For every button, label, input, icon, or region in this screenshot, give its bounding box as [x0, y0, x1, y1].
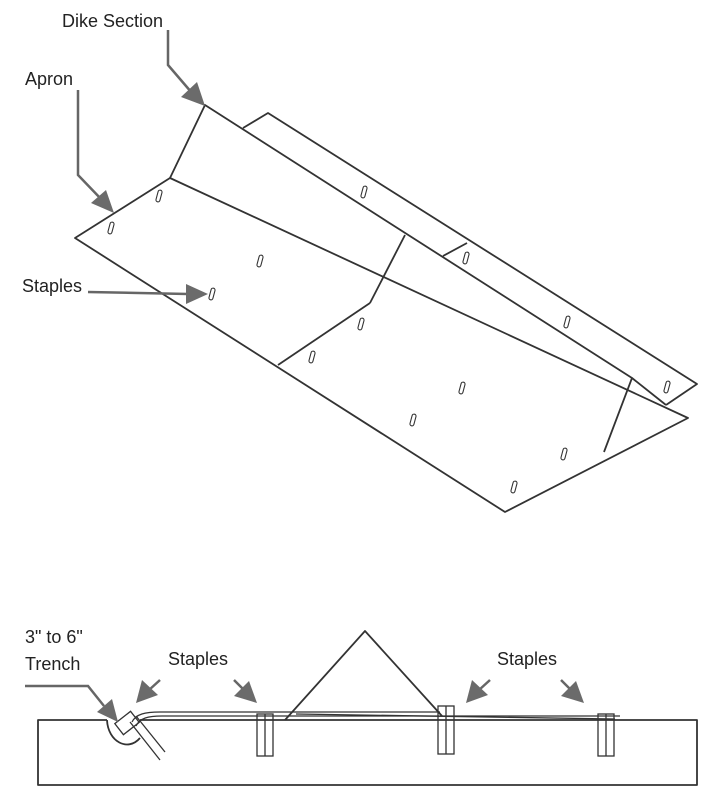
apron-outline [74, 177, 689, 513]
apron-seam [277, 302, 371, 366]
staple [663, 380, 671, 394]
trench-label-line2: Trench [25, 654, 80, 674]
staple [308, 350, 316, 364]
apron-label: Apron [25, 69, 73, 89]
cross-section-view: 3" to 6" Trench Staples Staples [25, 627, 698, 786]
dike-section-arrow-line [166, 30, 193, 94]
staple [208, 287, 216, 301]
blanket-layer-1 [131, 711, 440, 723]
trench-stake-2 [135, 715, 166, 753]
trench-anchor [113, 710, 141, 736]
staples-label-right: Staples [497, 649, 557, 669]
staples-group [107, 185, 671, 494]
staple [510, 480, 518, 494]
staple [155, 189, 163, 203]
dike-section-arrow-head [181, 82, 205, 106]
staple [462, 251, 470, 265]
staple [560, 447, 568, 461]
staple [357, 317, 365, 331]
blanket-layer-3 [295, 713, 616, 720]
dike-triangle [284, 630, 443, 721]
staples-left-arrow-head-2 [234, 681, 257, 703]
trench-stake [129, 721, 161, 761]
staples-right-arrow-head-1 [466, 680, 488, 703]
staples-label-top: Staples [22, 276, 82, 296]
trench-arrow-line [25, 684, 105, 707]
trench-label-line1: 3" to 6" [25, 627, 83, 647]
staple [107, 221, 115, 235]
dike-seam-2 [442, 242, 468, 257]
staple [256, 254, 264, 268]
staple [360, 185, 368, 199]
ground-block [37, 719, 698, 786]
apron-arrow-head [91, 190, 114, 213]
staples-arrow-line-top [87, 290, 189, 296]
apron-arrow-line [76, 90, 103, 201]
staples-arrow-head-top [186, 284, 208, 304]
staples-left-arrow-head-1 [136, 680, 158, 703]
isometric-view: Dike Section Apron Staples [22, 11, 698, 513]
staples-label-left: Staples [168, 649, 228, 669]
dike-top-face [242, 112, 698, 406]
dike-end-edge [631, 377, 667, 406]
trench-curve [106, 719, 141, 746]
dike-seam-1 [369, 234, 406, 304]
staple [563, 315, 571, 329]
staple [458, 381, 466, 395]
dike-section-label: Dike Section [62, 11, 163, 31]
trench-arrow-head [97, 699, 118, 722]
staple [409, 413, 417, 427]
blanket-layer-2 [135, 715, 620, 727]
staples-right-arrow-head-2 [561, 681, 584, 703]
dike-ridge [169, 104, 633, 453]
